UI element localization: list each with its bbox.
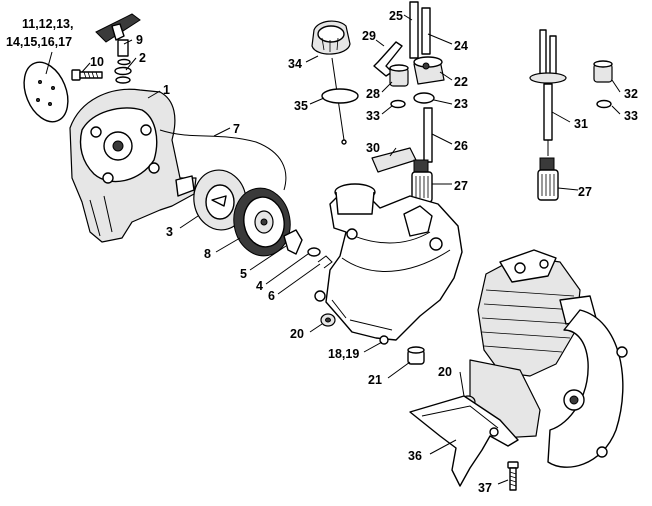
label-6: 6 [268,289,275,303]
label-2: 2 [139,51,146,65]
label-8: 8 [204,247,211,261]
label-25: 25 [389,9,403,23]
bushing-part-21 [407,346,425,365]
label-20-right: 20 [438,365,452,379]
label-31: 31 [574,117,588,131]
label-24: 24 [454,39,468,53]
pickup-body-part-31 [529,29,567,156]
screw-part-37 [507,461,519,491]
fuel-filter-part-27a [411,159,433,203]
label-33-right: 33 [624,109,638,123]
spring-clip-part [317,255,333,269]
label-28: 28 [366,87,380,101]
washer-part-4 [307,247,321,257]
decal-plate-part [23,61,69,123]
label-21: 21 [368,373,382,387]
label-37: 37 [478,481,492,495]
o-ring-part-35 [321,88,359,104]
grommet-part-23 [413,92,435,104]
label-10: 10 [90,55,104,69]
label-34: 34 [288,57,302,71]
label-7: 7 [233,122,240,136]
guard-part-36 [409,395,519,487]
tank-vent-part [413,56,445,85]
label-32: 32 [624,87,638,101]
screw-part-10 [71,69,103,81]
label-5: 5 [240,267,247,281]
hoses-part-24-25 [409,1,431,59]
o-ring-part-33a [390,99,406,109]
label-27-left: 27 [454,179,468,193]
fuel-filter-part-27b [537,157,559,201]
fuel-line-part-26 [423,107,433,163]
label-35: 35 [294,99,308,113]
washer-part-2 [114,66,132,84]
pawl-part [283,229,303,255]
vent-part-32 [593,60,613,83]
label-20-left: 20 [290,327,304,341]
label-1: 1 [163,83,170,97]
fan-housing-part [69,88,197,243]
tube-part-29 [373,41,403,77]
label-3: 3 [166,225,173,239]
label-26: 26 [454,139,468,153]
label-18-19: 18,19 [328,347,359,361]
label-29: 29 [362,29,376,43]
label-9: 9 [136,33,143,47]
engine-assembly [469,249,628,468]
connector-part-28 [389,64,409,87]
rewind-spring-part [193,169,247,231]
label-4: 4 [256,279,263,293]
part-labels: 11,12,13, 14,15,16,17 9 10 2 1 7 3 8 5 4… [6,9,638,495]
rope-rotor-part [233,187,291,257]
label-33-left: 33 [366,109,380,123]
label-11-17-line1: 11,12,13, [22,17,73,31]
label-30: 30 [366,141,380,155]
fuel-tank-part [314,183,463,345]
label-22: 22 [454,75,468,89]
starter-rope-part [159,129,287,191]
grommet-part-20a [320,313,336,327]
leader-lines [45,14,621,485]
label-27-right: 27 [578,185,592,199]
label-11-17-line2: 14,15,16,17 [6,35,72,49]
o-ring-part-33b [596,99,612,109]
starter-grip-part [95,13,141,66]
label-23: 23 [454,97,468,111]
tank-cap-part [311,20,351,145]
label-36: 36 [408,449,422,463]
